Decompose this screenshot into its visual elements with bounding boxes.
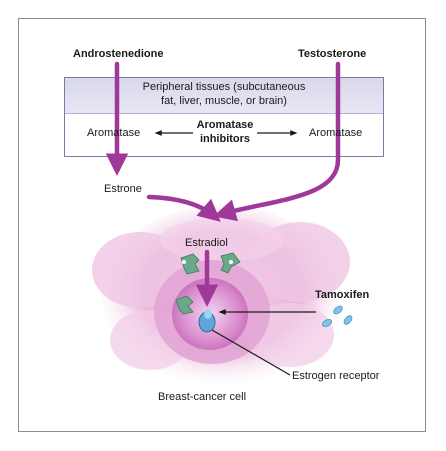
estrone-label: Estrone xyxy=(104,183,142,195)
aromatase-inhibitors-line2: inhibitors xyxy=(199,133,251,145)
estrogen-receptor-label: Estrogen receptor xyxy=(292,370,380,382)
aromatase-right-label: Aromatase xyxy=(309,127,363,139)
androstenedione-label: Androstenedione xyxy=(73,48,164,60)
peripheral-tissues-line2: fat, liver, muscle, or brain) xyxy=(161,95,287,107)
aromatase-inhibitors-line1: Aromatase xyxy=(196,119,254,131)
testosterone-label: Testosterone xyxy=(298,48,367,60)
aromatase-left-label: Aromatase xyxy=(87,127,141,139)
breast-cancer-cell-label: Breast-cancer cell xyxy=(158,391,247,403)
estradiol-label: Estradiol xyxy=(185,237,228,249)
tamoxifen-label: Tamoxifen xyxy=(315,289,370,301)
peripheral-tissues-line1: Peripheral tissues (subcutaneous xyxy=(142,81,306,93)
